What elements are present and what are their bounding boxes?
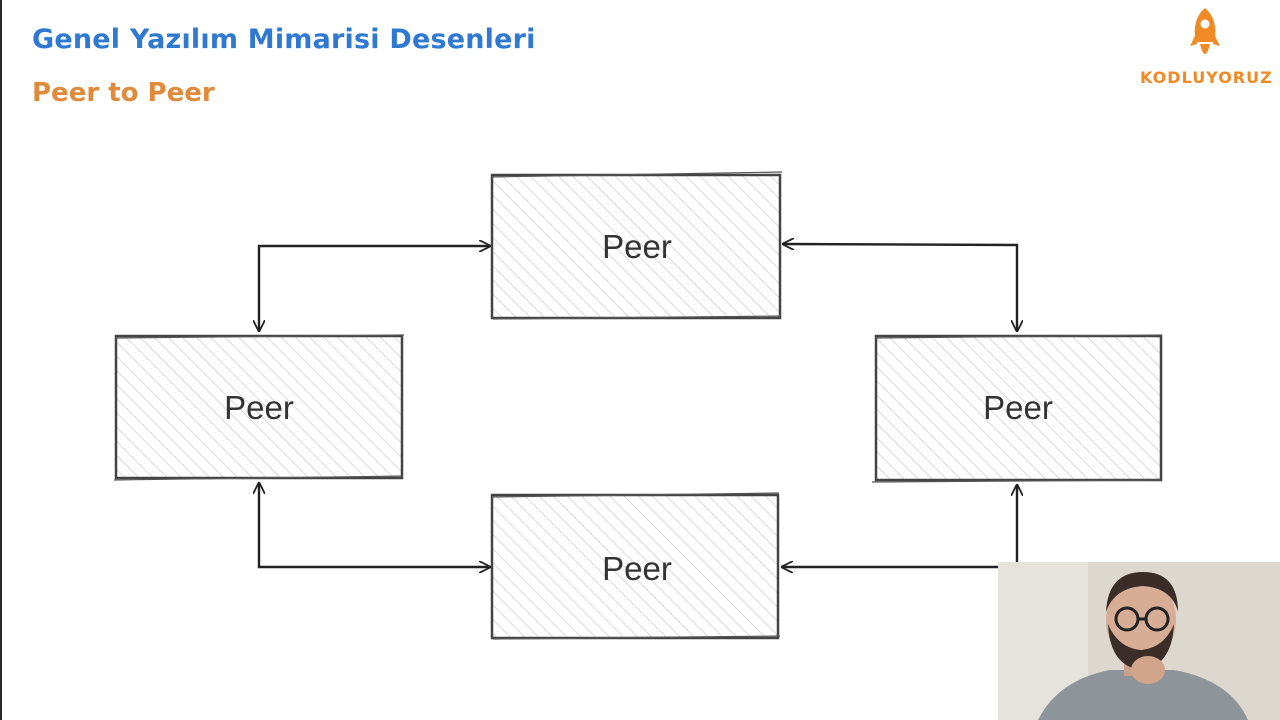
brand-logo: KODLUYORUZ (1140, 6, 1273, 90)
peer-label: Peer (602, 550, 672, 587)
peer-label: Peer (602, 228, 672, 265)
peer-label: Peer (983, 389, 1053, 426)
peer-node-right: Peer (871, 334, 1163, 483)
slide-title: Genel Yazılım Mimarisi Desenleri (32, 24, 536, 55)
slide-border (0, 0, 2, 720)
peer-label: Peer (224, 389, 294, 426)
connection-left-top (259, 246, 490, 331)
peer-node-top: Peer (490, 171, 783, 320)
presenter-webcam (998, 562, 1280, 720)
connection-top-right (783, 244, 1017, 331)
presenter-video-icon (998, 562, 1280, 720)
brand-logo-text: KODLUYORUZ (1140, 68, 1273, 87)
connection-right-bottom (782, 485, 1017, 567)
rocket-icon (1190, 8, 1220, 54)
connection-left-bottom (259, 483, 490, 567)
peer-node-left: Peer (113, 334, 405, 481)
peer-node-bottom: Peer (490, 492, 781, 640)
slide-subtitle: Peer to Peer (32, 78, 215, 108)
